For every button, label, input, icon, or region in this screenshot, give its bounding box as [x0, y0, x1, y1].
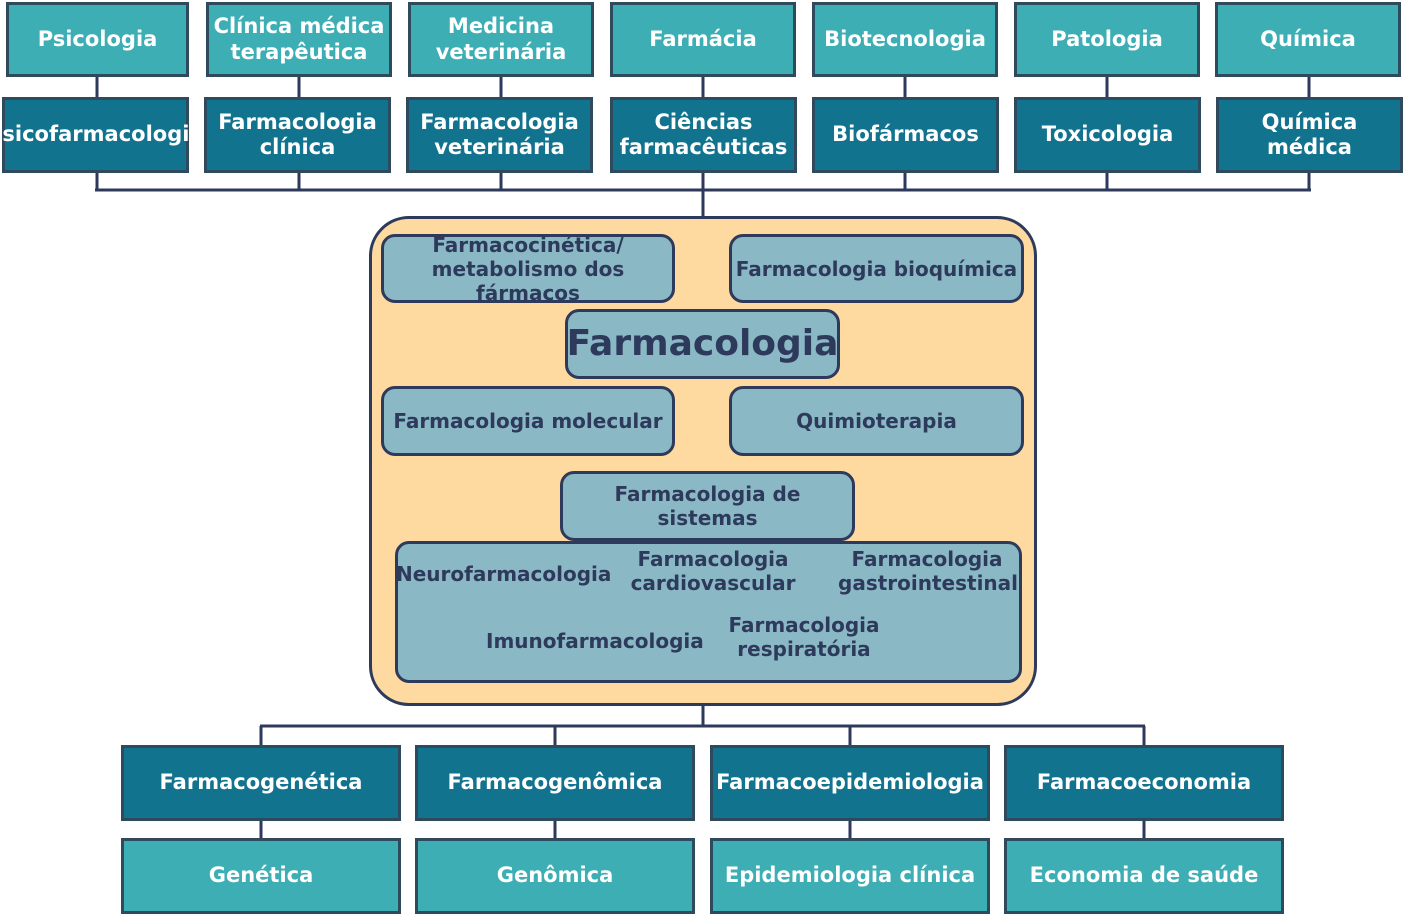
- node-toxicologia: Toxicologia: [1014, 97, 1201, 173]
- node-medicina-veterinaria: Medicina veterinária: [408, 2, 594, 77]
- label-farmacologia-gastrointestinal: Farmacologia gastrointestinal: [838, 547, 1019, 596]
- node-psicofarmacologia: Psicofarmacologia: [0, 97, 204, 173]
- node-farmacologia-clinica: Farmacologia clínica: [204, 97, 391, 173]
- node-clinica-medica: Clínica médica terapêutica: [206, 2, 392, 77]
- node-biofarmacos: Biofármacos: [812, 97, 999, 173]
- label-farmacologia-respiratoria: Farmacologia respiratória: [728, 613, 880, 662]
- node-epidemiologia-clinica: Epidemiologia clínica: [710, 838, 990, 914]
- node-biotecnologia: Biotecnologia: [812, 2, 998, 77]
- systems-subgroup: [395, 541, 1022, 683]
- node-farmacia: Farmácia: [610, 2, 796, 77]
- node-farmacologia-title: Farmacologia: [565, 309, 840, 379]
- node-genomica: Genômica: [415, 838, 695, 914]
- node-farmacogenomica: Farmacogenômica: [415, 745, 695, 821]
- node-psicologia: Psicologia: [6, 2, 189, 77]
- label-neurofarmacologia: Neurofarmacologia: [396, 562, 612, 586]
- node-farmacologia-veterinaria: Farmacologia veterinária: [406, 97, 593, 173]
- node-quimica-medica: Química médica: [1216, 97, 1403, 173]
- node-farmacoepidemiologia: Farmacoepidemiologia: [710, 745, 990, 821]
- node-farmacocinetica: Farmacocinética/ metabolismo dos fármaco…: [381, 233, 675, 305]
- node-ciencias-farmaceuticas: Ciências farmacêuticas: [610, 97, 797, 173]
- label-farmacologia-cardiovascular: Farmacologia cardiovascular: [630, 547, 796, 596]
- label-imunofarmacologia: Imunofarmacologia: [486, 629, 704, 653]
- node-economia-de-saude: Economia de saúde: [1004, 838, 1284, 914]
- node-genetica: Genética: [121, 838, 401, 914]
- node-farmacoeconomia: Farmacoeconomia: [1004, 745, 1284, 821]
- node-farmacologia-bioquimica: Farmacologia bioquímica: [729, 234, 1024, 303]
- node-farmacogenetica: Farmacogenética: [121, 745, 401, 821]
- node-quimica: Química: [1215, 2, 1401, 77]
- node-patologia: Patologia: [1014, 2, 1200, 77]
- node-farmacologia-molecular: Farmacologia molecular: [381, 386, 675, 456]
- node-farmacologia-sistemas: Farmacologia de sistemas: [560, 471, 855, 541]
- node-quimioterapia: Quimioterapia: [729, 386, 1024, 456]
